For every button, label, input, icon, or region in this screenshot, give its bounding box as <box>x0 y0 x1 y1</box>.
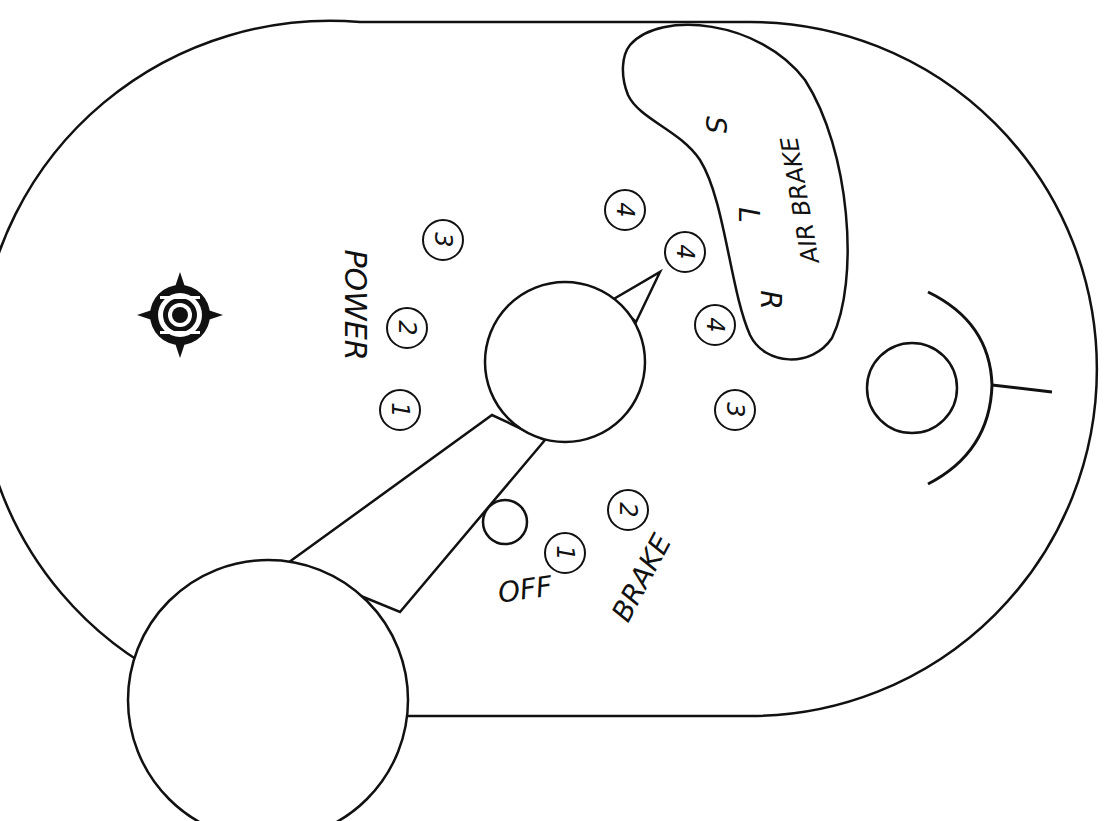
notch-number: 1 <box>388 402 412 417</box>
notch-number: 4 <box>673 244 697 259</box>
position-letter: S <box>701 116 729 134</box>
notch-number: 3 <box>431 232 455 247</box>
brake-notch: 2 <box>607 489 649 531</box>
brake-notch: 3 <box>714 389 756 431</box>
brake-notch: 4 <box>604 189 646 231</box>
maker-logo <box>137 272 223 358</box>
notch-number: 4 <box>613 202 637 217</box>
notch-number: 2 <box>395 320 419 335</box>
power-notch: 3 <box>422 219 464 261</box>
notch-number: 3 <box>723 402 747 417</box>
power-notch: 2 <box>386 307 428 349</box>
brake-notch: 4 <box>694 304 736 346</box>
off-label: OFF <box>496 572 554 607</box>
power-notch: 1 <box>379 389 421 431</box>
notch-number: 4 <box>703 317 727 332</box>
power-label: POWER <box>340 249 370 360</box>
position-letter: R <box>756 290 784 309</box>
brake-label: BRAKE <box>608 530 677 626</box>
reverser-boss <box>867 292 1052 484</box>
control-handle <box>128 272 660 821</box>
brake-notch: 1 <box>544 532 586 574</box>
position-letter: L <box>734 207 762 223</box>
notch-number: 2 <box>616 502 640 517</box>
notch-number: 1 <box>553 545 577 560</box>
brake-notch: 4 <box>664 231 706 273</box>
